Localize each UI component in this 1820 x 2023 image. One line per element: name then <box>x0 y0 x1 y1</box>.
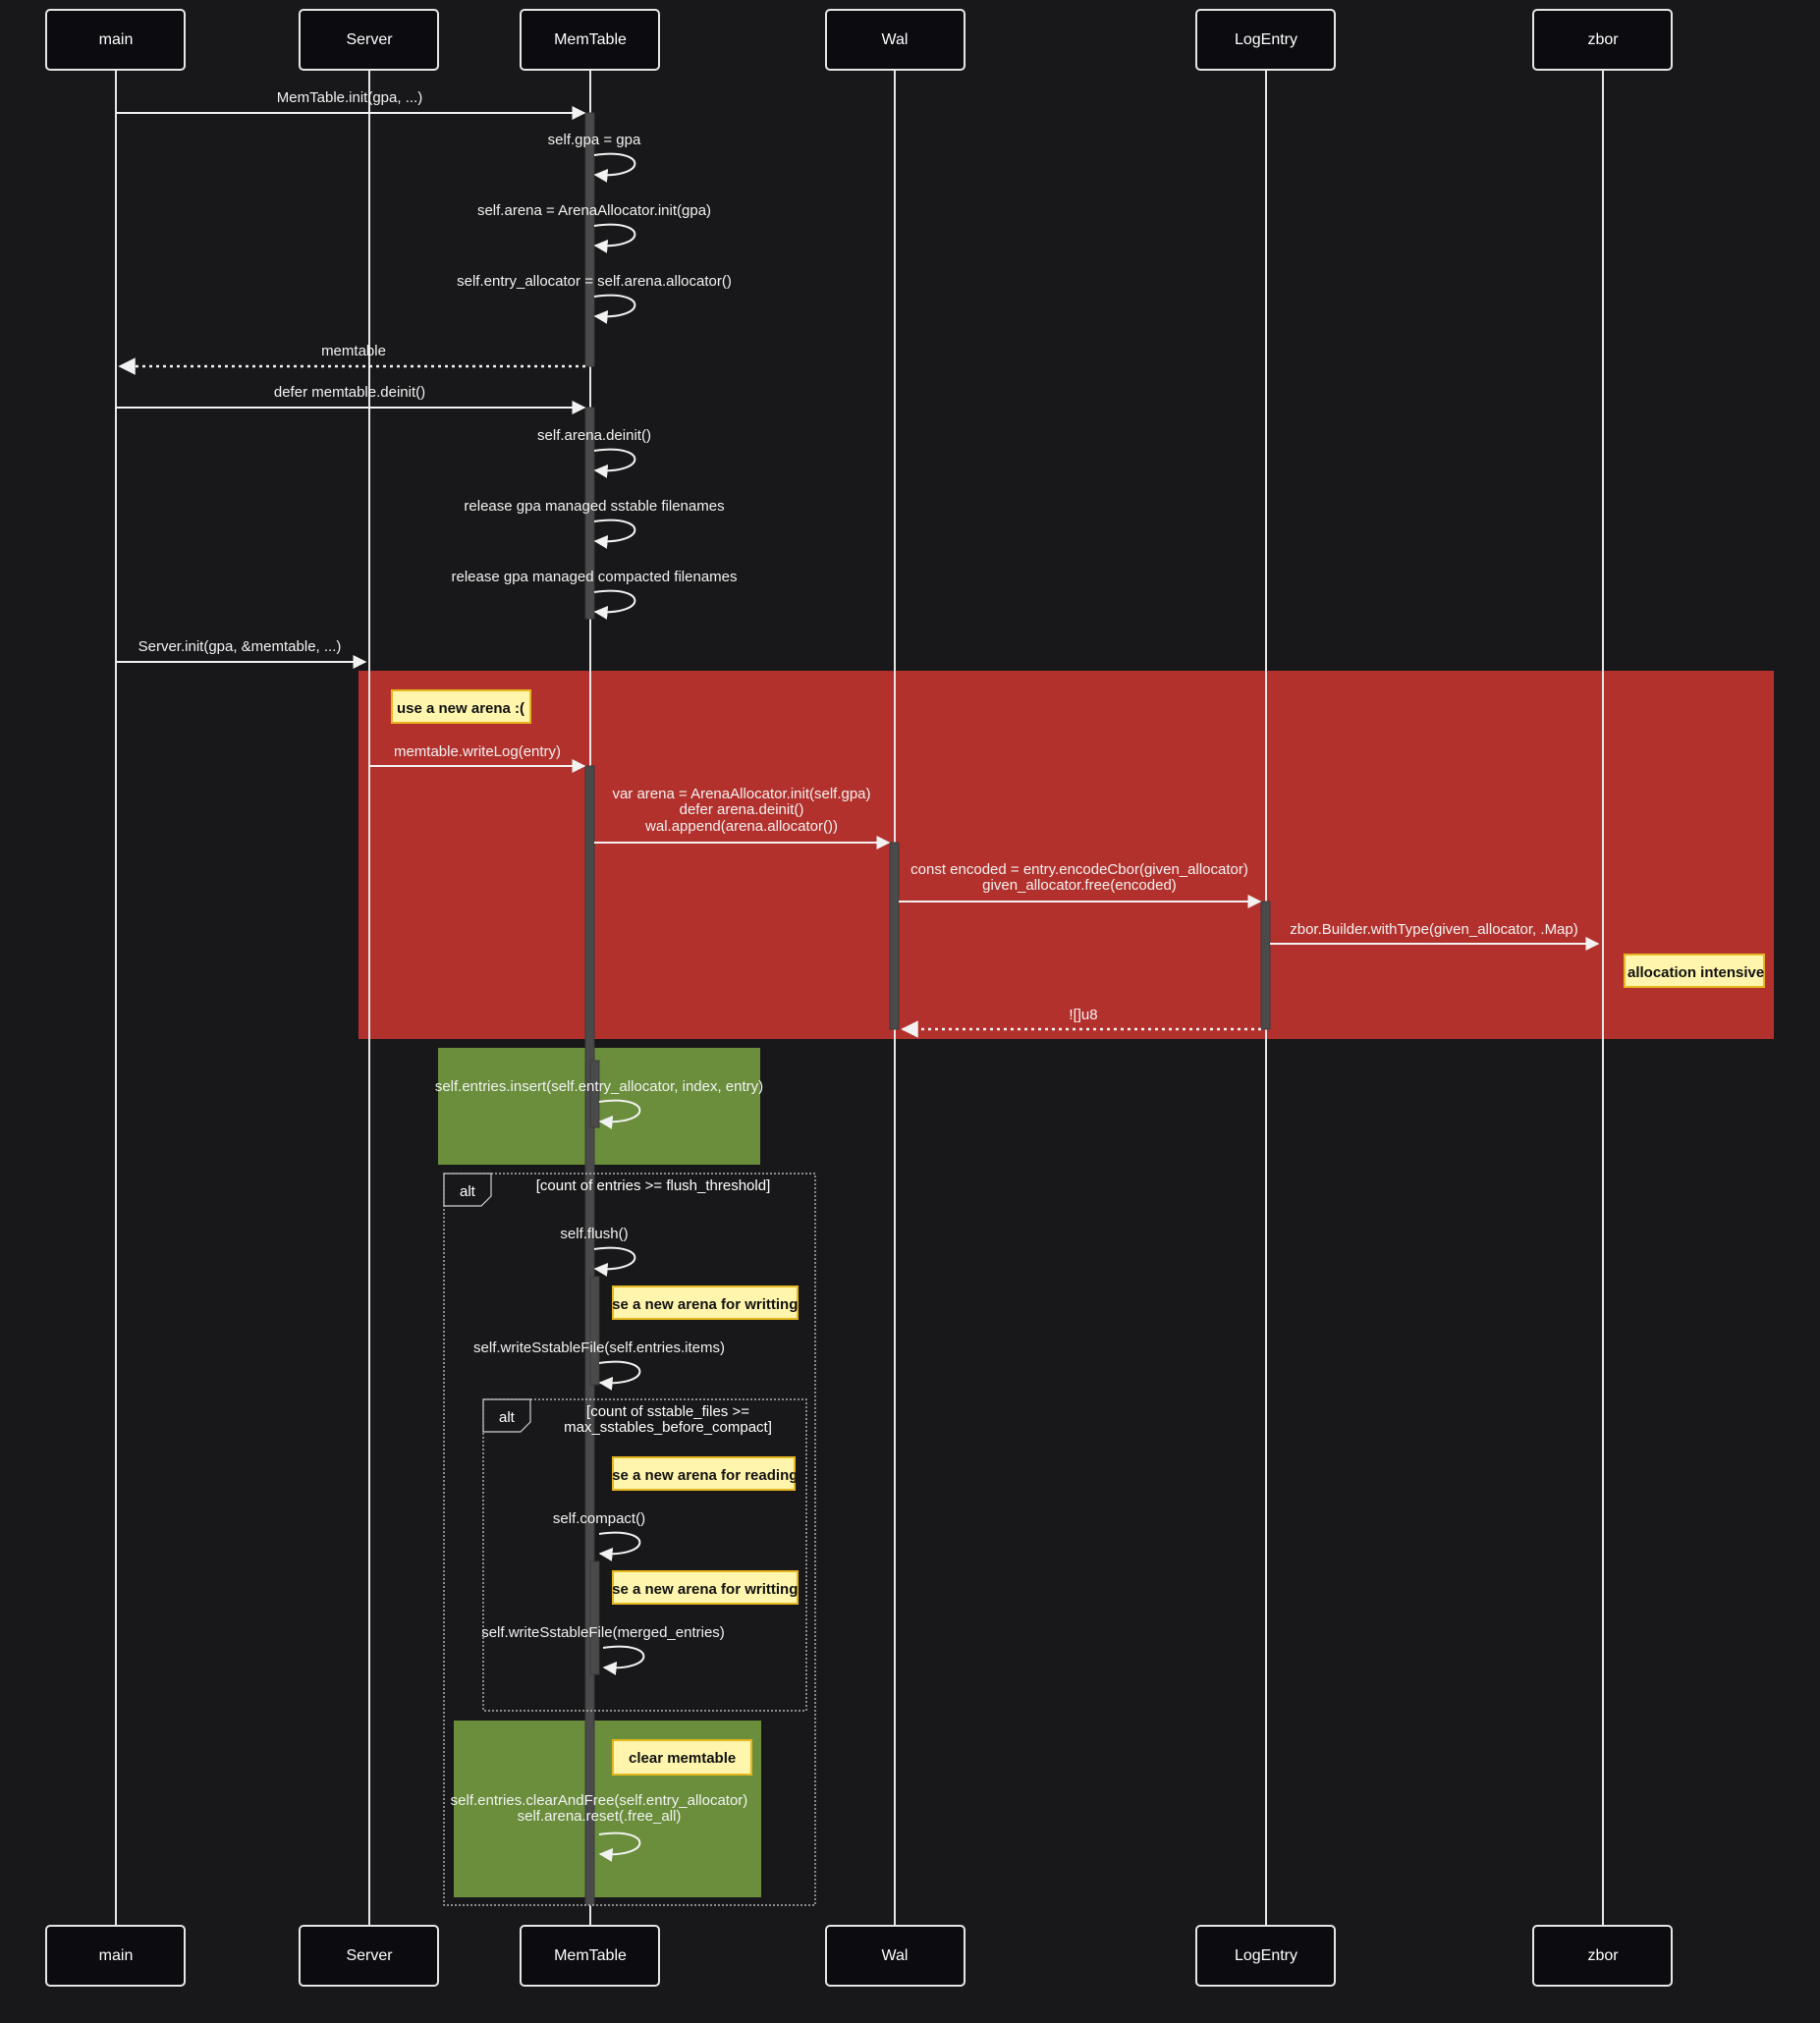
note-new-arena-text: use a new arena :( <box>397 700 524 717</box>
activation-memtable-compact <box>589 1560 600 1675</box>
participant-bottom-server-label: Server <box>346 1947 393 1964</box>
self-message-flush-label: self.flush() <box>560 1226 628 1242</box>
note-writting-1-text: use a new arena for writting <box>603 1296 798 1313</box>
participant-top-main <box>45 9 186 71</box>
message-writelog-label: memtable.writeLog(entry) <box>394 743 561 760</box>
message-wal-append-label-1: var arena = ArenaAllocator.init(self.gpa… <box>612 786 870 802</box>
self-message-arena-init-label: self.arena = ArenaAllocator.init(gpa) <box>477 202 711 219</box>
note-clear-memtable-box <box>612 1739 752 1776</box>
note-new-arena-box <box>391 689 531 724</box>
participant-bottom-zbor <box>1532 1925 1673 1987</box>
alt-frame-compact <box>482 1398 807 1712</box>
participant-top-memtable <box>520 9 660 71</box>
message-wal-append-label-3: wal.append(arena.allocator()) <box>644 818 838 835</box>
activation-memtable-init <box>584 112 595 367</box>
self-message-gpa-label: self.gpa = gpa <box>548 132 641 148</box>
activation-memtable-deinit <box>584 407 595 620</box>
alt-frame-compact-tab <box>482 1398 531 1433</box>
participant-top-zbor-label: zbor <box>1587 31 1619 48</box>
self-message-arena-deinit-arrow <box>593 448 636 478</box>
activation-wal <box>889 842 900 1030</box>
self-message-gpa-arrow <box>593 152 636 183</box>
self-message-compact-arrow <box>598 1531 641 1561</box>
participant-top-wal <box>825 9 965 71</box>
message-zbor-builder-label: zbor.Builder.withType(given_allocator, .… <box>1290 921 1578 938</box>
note-writting-2-box <box>612 1570 799 1605</box>
participant-bottom-server <box>299 1925 439 1987</box>
participant-top-main-label: main <box>99 31 134 48</box>
participant-top-server <box>299 9 439 71</box>
activation-memtable-flush <box>589 1276 600 1386</box>
return-memtable-label: memtable <box>321 343 386 359</box>
self-message-entries-insert-label: self.entries.insert(self.entry_allocator… <box>435 1078 763 1095</box>
participant-bottom-zbor-label: zbor <box>1587 1947 1619 1964</box>
self-message-entries-insert-arrow <box>598 1099 641 1129</box>
message-wal-append-label-2: defer arena.deinit() <box>680 801 804 818</box>
self-message-write-sstable-label: self.writeSstableFile(self.entries.items… <box>473 1340 725 1356</box>
participant-bottom-memtable-label: MemTable <box>554 1947 627 1964</box>
self-message-entry-allocator-arrow <box>593 294 636 324</box>
note-writting-2-text: use a new arena for writting <box>603 1581 798 1598</box>
self-message-write-merged-arrow <box>602 1645 645 1675</box>
note-reading-text: use a new arena for reading <box>603 1467 798 1484</box>
note-writting-1-box <box>612 1285 799 1320</box>
self-message-flush-arrow <box>593 1246 636 1277</box>
self-message-clear-free-label-1: self.entries.clearAndFree(self.entry_all… <box>451 1792 748 1809</box>
red-highlight-region <box>358 671 1774 1039</box>
note-writting-1-clip: use a new arena for writting <box>603 1285 799 1320</box>
participant-bottom-main-label: main <box>99 1947 134 1964</box>
self-message-clear-free-label-2: self.arena.reset(.free_all) <box>518 1808 682 1825</box>
alt-frame-flush-label: alt <box>460 1183 476 1200</box>
alt-frame-compact-label: alt <box>499 1409 516 1426</box>
participant-top-logentry <box>1195 9 1336 71</box>
activation-memtable-nested <box>589 1060 600 1128</box>
alt-frame-flush-condition: [count of entries >= flush_threshold] <box>536 1177 770 1194</box>
alt-frame-flush <box>443 1173 816 1906</box>
note-clear-memtable-text: clear memtable <box>629 1750 736 1767</box>
participant-bottom-logentry-label: LogEntry <box>1235 1947 1297 1964</box>
participant-top-logentry-label: LogEntry <box>1235 31 1297 48</box>
alt-frame-compact-condition-2: max_sstables_before_compact] <box>564 1419 772 1436</box>
return-bytes-label: ![]u8 <box>1069 1007 1097 1023</box>
note-reading-clip: use a new arena for reading <box>603 1456 798 1491</box>
self-message-write-merged-label: self.writeSstableFile(merged_entries) <box>481 1624 725 1641</box>
participant-bottom-wal <box>825 1925 965 1987</box>
self-message-release-sstable-label: release gpa managed sstable filenames <box>464 498 724 515</box>
message-encode-cbor-label-1: const encoded = entry.encodeCbor(given_a… <box>910 861 1248 878</box>
alt-frame-flush-tab <box>443 1173 492 1207</box>
participant-top-wal-label: Wal <box>882 31 909 48</box>
self-message-release-sstable-arrow <box>593 519 636 549</box>
participant-top-server-label: Server <box>346 31 393 48</box>
participant-bottom-logentry <box>1195 1925 1336 1987</box>
self-message-arena-init-arrow <box>593 223 636 253</box>
message-defer-deinit-label: defer memtable.deinit() <box>274 384 425 401</box>
self-message-clear-free-arrow <box>598 1832 641 1862</box>
note-writting-2-clip: use a new arena for writting <box>603 1570 799 1605</box>
self-message-release-compacted-arrow <box>593 589 636 620</box>
activation-logentry <box>1260 901 1271 1030</box>
participant-top-memtable-label: MemTable <box>554 31 627 48</box>
participant-bottom-main <box>45 1925 186 1987</box>
participant-bottom-wal-label: Wal <box>882 1947 909 1964</box>
self-message-entry-allocator-label: self.entry_allocator = self.arena.alloca… <box>457 273 732 290</box>
note-reading-box <box>612 1456 796 1491</box>
message-encode-cbor-label-2: given_allocator.free(encoded) <box>982 877 1177 894</box>
participant-bottom-memtable <box>520 1925 660 1987</box>
self-message-write-sstable-arrow <box>598 1360 641 1391</box>
self-message-arena-deinit-label: self.arena.deinit() <box>537 427 651 444</box>
message-memtable-init-label: MemTable.init(gpa, ...) <box>277 89 422 106</box>
note-allocation-intensive-box <box>1624 954 1765 988</box>
self-message-release-compacted-label: release gpa managed compacted filenames <box>451 569 737 585</box>
alt-frame-compact-condition-1: [count of sstable_files >= <box>586 1403 749 1420</box>
participant-top-zbor <box>1532 9 1673 71</box>
note-allocation-intensive-text: allocation intensive <box>1627 964 1764 981</box>
message-server-init-label: Server.init(gpa, &memtable, ...) <box>138 638 342 655</box>
self-message-compact-label: self.compact() <box>553 1510 645 1527</box>
